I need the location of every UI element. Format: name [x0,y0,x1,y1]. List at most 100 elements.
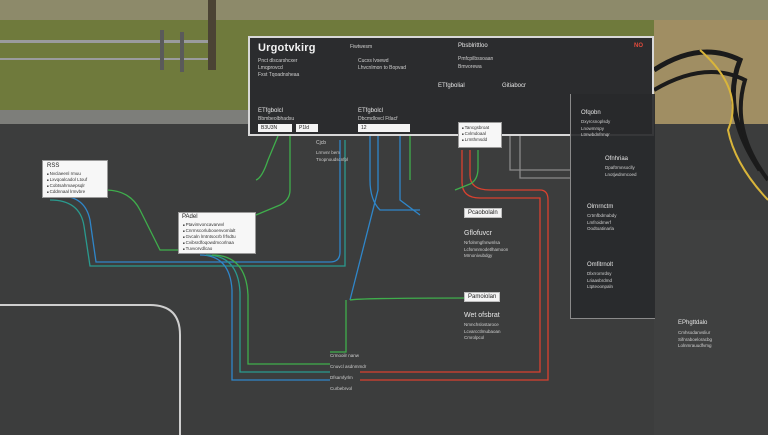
right-row: Lnotjwdnmcoed [605,171,637,177]
cable-black-1 [652,49,763,172]
wire-green-2 [211,254,330,365]
mid-card-row: Cnrmscorlubooenvomlalt [183,228,236,234]
wire-green-4 [255,136,291,216]
panel-title: Urgotvkirg [258,42,316,54]
right-row: Lnowmrspy [581,125,605,131]
right-row: Oodtoatinarla [587,226,615,231]
cable-black-2 [652,70,768,182]
left-card: RSS Nvclaeenl rmuu Lxvqoalcadol Ltouf Co… [42,160,108,198]
panel-tag: Pbsblrittloo [458,43,488,49]
bottom-right-row: Cmhsodanvsliur [678,330,711,335]
right-rows-4: Dlxrrornrdsy Lriaasbrdmd Ltpteoonpaln [587,271,613,291]
fence-rail [0,40,210,43]
panel-sec2-sub: Dbcmdlovcl Ftlacf [358,116,398,122]
panel-sec1-sub: Bbmbeolbhadsu [258,116,295,122]
bottom-legend: Crmooilr nanw Cnuvcl asdnmmdr Dfsamfyrlm… [330,350,366,394]
mid-card: PAdel Ptavimvoncavarwvl Cnrmscorlubooenv… [178,212,256,254]
left-card-row: Lxvqoalcadol Ltouf [47,177,88,183]
right-head-2: Ofnhriaa [605,156,629,162]
mid-card-row: Ptavimvoncavarwvl [183,222,236,228]
right-head-1: Ofqobn [581,110,601,116]
right-row: Ltmwbdnfrmqr [581,132,610,137]
panel-mid1: Cucxs lvsewd [358,58,389,64]
popup-row: Lrmthmsdd [462,137,489,143]
label-box-two[interactable]: Pamoiolan [464,292,501,302]
center-row: Tnopnoudscnfpl [316,156,349,162]
right-row: Dpaftrmnsoclly [605,165,635,170]
label-two-row: Lcvarcctlmubaoan [464,328,501,334]
center-small-label: Cjcb [316,140,327,146]
bottom-right-rows: Cmhsodanvsliur Sifnraboeloracbg Lolnmrau… [678,330,712,350]
wire-blue-5 [399,136,421,216]
pole [208,0,216,70]
panel-mini-tag: Fiwtwesm [350,44,373,50]
field-three[interactable]: 12 [358,124,410,132]
left-card-row: Cobtsahmaepsqlr [47,183,87,189]
label-two-row: Nmnchslostaroce [464,322,499,327]
label-one-row: Mrnonivubdgy [464,253,493,258]
right-rows-1: Dxyrcsnoplsdy Lnowmrspy Ltmwbdnfrmqr [581,119,610,139]
right-rows-3: Crtmfbdmabdy Lmfroidmerf Oodtoatinarla [587,213,617,233]
label-one-row: Lcfsmnmodetlhamoon [464,246,509,252]
label-box-one[interactable]: Pcaobolaln [464,208,502,218]
panel-sec4: Gitiabocr [502,83,527,89]
bottom-right-row: Lolnmrauudfvmg [678,343,712,348]
cable-yellow [699,49,768,201]
right-row: Crtmfbdmabdy [587,213,617,218]
popup-card: Tancgsbroat Cvlmdoaal Lrmthmsdd [458,122,502,148]
wire-green-5 [349,297,471,301]
label-two-row: Cmrolpcol [464,335,485,340]
label-one-row: Nrfolnmgfnnwnlsa [464,240,501,245]
popup-row: Cvlmdoaal [462,131,489,137]
wire-green-7 [454,150,479,191]
right-row: Dlxrrornrdsy [587,271,612,276]
legend-row: Crmooilr nanw [330,353,360,358]
wire-blue-3 [369,136,420,211]
panel-sub3: Fxst Tqoadnsheaa [258,72,300,78]
dirt-path [0,0,768,20]
mid-card-row: Tuvvorvdlcao [183,246,236,252]
label-two-rows: Nmnchslostaroce Lcvarcctlmubaoan Cmrolpc… [464,322,501,342]
left-card-row: Cddnnaal lrmvbre [47,189,87,195]
label-one-sub: Gflofuvcr [464,230,493,237]
label-two-sub: Wet ofsbrat [464,312,500,319]
right-head-4: Omfitrnolt [587,262,614,268]
wire-green-1 [104,189,180,251]
legend-row: Cnuvcl asdnmmdr [330,364,367,369]
mid-card-row: Cvibsrdfoqowdmcorlnaa [183,240,236,246]
bottom-right-head: EPhgttdalo [678,320,708,326]
wire-teal-1 [49,140,346,267]
panel-right2: Bmvorewa [458,64,482,70]
right-rows-2: Dpaftrmnsoclly Lnotjwdnmcoed [605,165,637,178]
mid-card-row: Gvcaln lrntntsocrb frfsdtu [183,234,236,240]
field-two[interactable]: P1ld [296,124,318,132]
fence-post [160,30,164,70]
left-card-row: Nvclaeenl rmuu [47,171,87,177]
wire-green-3 [255,135,279,181]
panel-sec3: ETfgbolial [438,83,465,89]
right-row: Ltpteoonpaln [587,284,614,289]
label-one-rows: Nrfolnmgfnnwnlsa Lcfsmnmodetlhamoon Mrno… [464,240,508,260]
right-row: Dxyrcsnoplsdy [581,119,611,124]
mid-card-title: PAdel [182,214,198,220]
road-marking [0,304,181,435]
center-rows: Lrmvnr bem Tnopnoudscnfpl [316,150,348,163]
panel-sub1: Pnct dlscarshcxer [258,58,298,64]
panel-sec2: ETfgbolcl [358,108,384,114]
panel-sec1: ETfgbolcl [258,108,284,114]
fence-post-2 [180,32,184,72]
panel-mid2: Lhvcnlmon to Bopvad [358,65,407,71]
wire-blue-4 [349,136,379,301]
center-row: Lrmvnr bem [316,150,341,155]
right-head-3: Olrnrnctm [587,204,614,210]
field-one[interactable]: B3U3N [258,124,292,132]
legend-row: Curbebrvol [330,386,353,391]
right-row: Lriaasbrdmd [587,277,613,283]
mid-card-rows: Ptavimvoncavarwvl Cnrmscorlubooenvomlalt… [183,222,236,252]
wire-grey-2 [519,136,570,179]
panel-badge: NO [634,43,643,49]
legend-row: Dfsamfyrlm [330,375,353,380]
wire-green-6 [330,300,347,353]
asphalt-right [654,220,768,435]
wire-grey-1 [509,136,570,171]
